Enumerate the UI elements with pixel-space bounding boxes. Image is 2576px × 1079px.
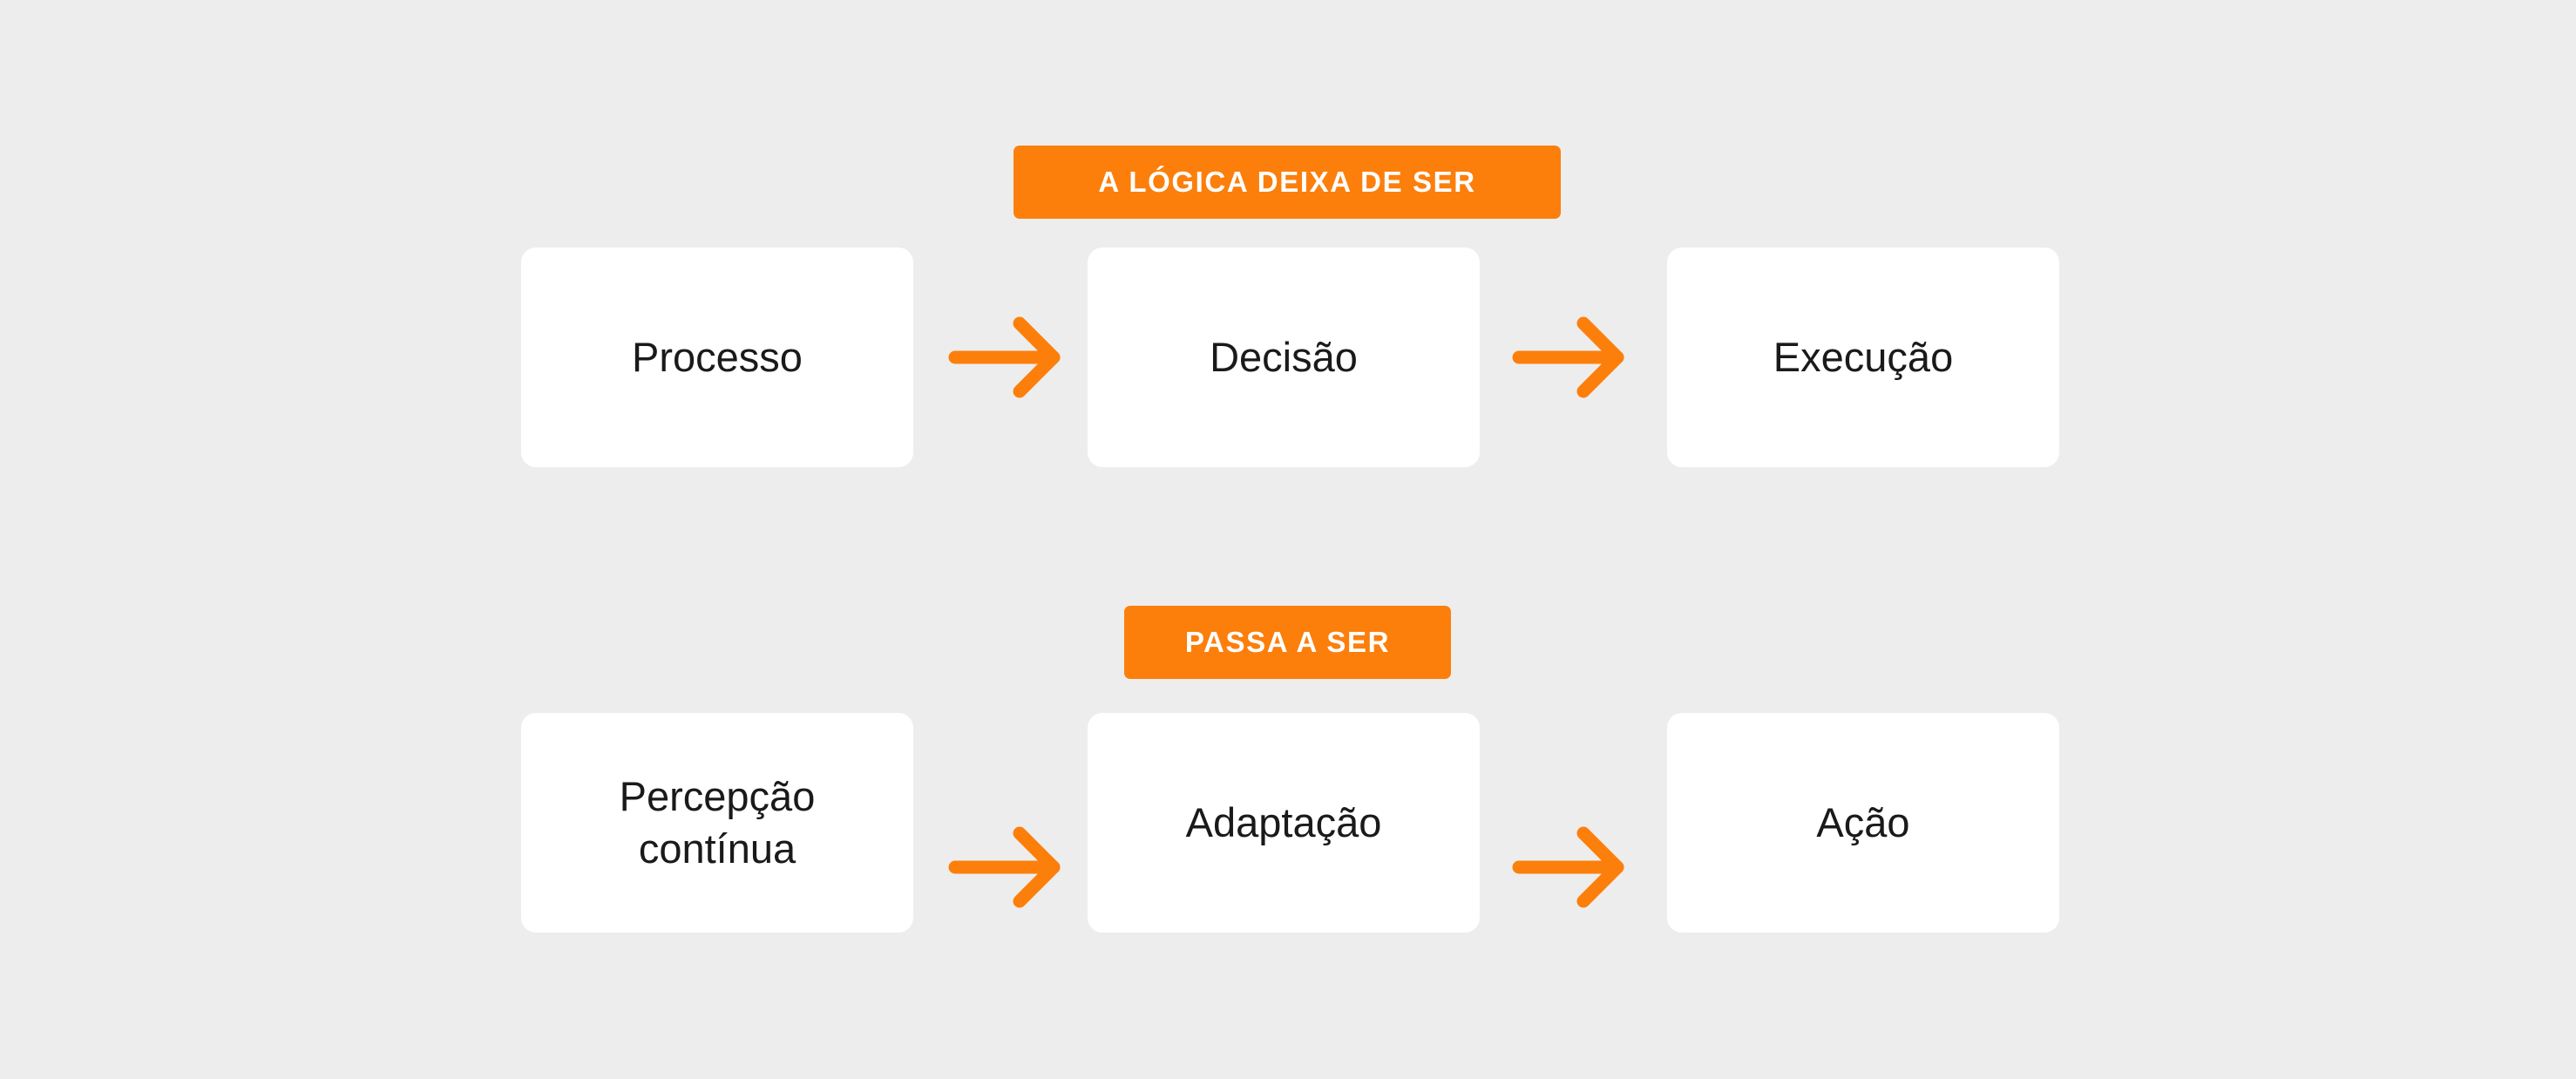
step-card-execucao: Execução bbox=[1667, 248, 2059, 467]
badge-passa-a-ser: PASSA A SER bbox=[1124, 606, 1451, 679]
step-card-acao: Ação bbox=[1667, 713, 2059, 933]
step-card-label: Decisão bbox=[1210, 333, 1358, 380]
step-card-percepcao-continua: Percepção contínua bbox=[521, 713, 913, 933]
step-card-processo: Processo bbox=[521, 248, 913, 467]
step-card-adaptacao: Adaptação bbox=[1088, 713, 1480, 933]
arrow-right-icon bbox=[939, 309, 1079, 405]
arrow-right-icon bbox=[1503, 819, 1643, 915]
arrow-right-icon bbox=[1503, 309, 1643, 405]
arrow-right-icon bbox=[939, 819, 1079, 915]
step-card-label: Adaptação bbox=[1185, 798, 1382, 845]
step-card-label: Percepção contínua bbox=[619, 772, 816, 872]
step-card-decisao: Decisão bbox=[1088, 248, 1480, 467]
step-card-label: Ação bbox=[1816, 798, 1910, 845]
step-card-label: Execução bbox=[1773, 333, 1954, 380]
step-card-label: Processo bbox=[632, 333, 803, 380]
badge-logica-deixa-de-ser: A LÓGICA DEIXA DE SER bbox=[1013, 146, 1561, 219]
